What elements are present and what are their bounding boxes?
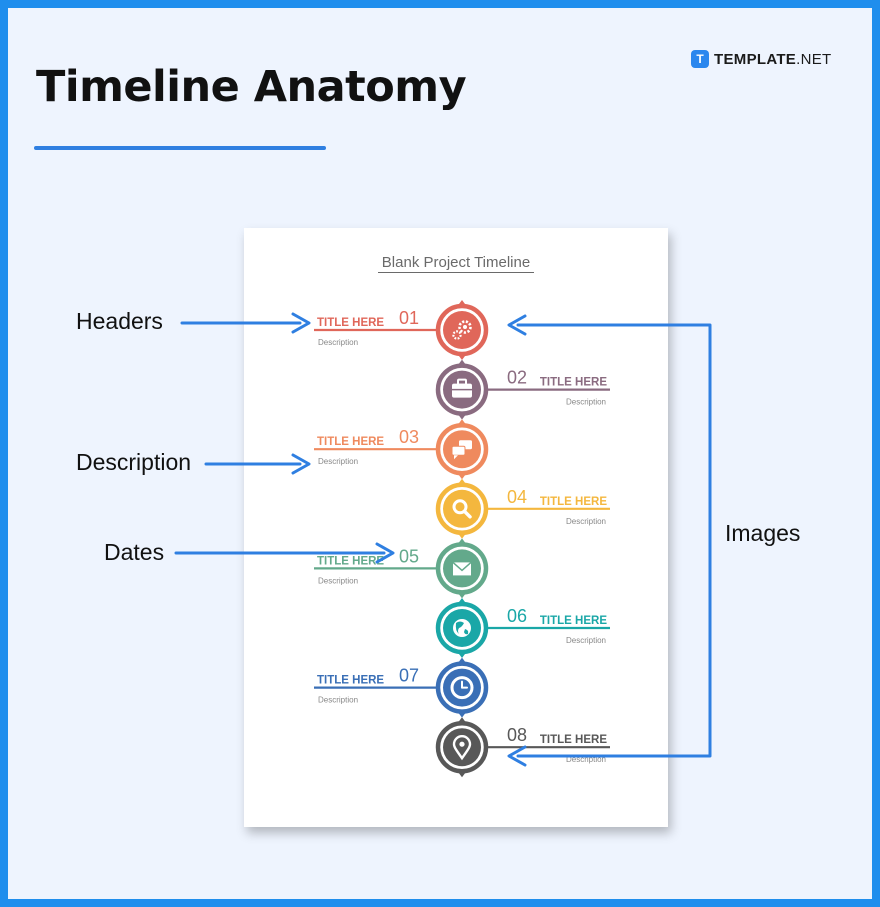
timeline-marker [435,478,489,539]
timeline-item-02: 02 TITLE HERE Description [435,359,610,420]
headers-arrow [180,312,311,334]
timeline-date: 05 [399,546,419,566]
timeline-description: Description [318,696,358,705]
brand-name: TEMPLATE [714,50,797,68]
headers-label: Headers [76,308,163,334]
timeline-header: TITLE HERE [317,436,384,448]
timeline-header: TITLE HERE [540,377,607,389]
title-underline [34,146,326,150]
brand-suffix: .NET [796,50,832,68]
timeline-description: Description [566,517,606,526]
mail-icon [452,561,472,576]
timeline-item-04: 04 TITLE HERE Description [435,478,610,539]
timeline-date: 06 [507,606,527,626]
dates-arrow [174,542,395,564]
timeline-description: Description [566,398,606,407]
timeline-header: TITLE HERE [540,734,607,746]
timeline-marker [435,300,489,360]
globe-icon [453,619,471,637]
timeline-item-08: 08 TITLE HERE Description [435,717,610,778]
timeline-date: 04 [507,487,527,507]
timeline-item-07: 07 TITLE HERE Description [314,657,489,718]
timeline-marker [435,717,489,778]
page-title: Timeline Anatomy [36,62,467,112]
timeline-header: TITLE HERE [317,675,384,687]
timeline-description: Description [566,636,606,645]
timeline-date: 01 [399,308,419,328]
timeline-description: Description [318,576,358,585]
images-bracket-arrow [507,314,712,767]
timeline-item-05: 05 TITLE HERE Description [314,538,489,599]
timeline-description: Description [318,338,358,347]
timeline-date: 02 [507,368,527,388]
timeline-header: TITLE HERE [540,496,607,508]
map-pin-icon [452,735,472,761]
dates-label: Dates [104,539,165,565]
timeline-header: TITLE HERE [317,555,384,567]
chat-icon [451,440,472,460]
images-label: Images [725,520,801,546]
description-label: Description [76,449,192,475]
timeline-date: 07 [399,666,419,686]
search-icon [452,499,472,519]
timeline-description: Description [318,457,358,466]
timeline-item-01: 01 TITLE HERE Description [314,300,489,360]
document-title: Blank Project Timeline [377,254,535,273]
timeline-item-06: 06 TITLE HERE Description [435,598,610,658]
gear-icon [452,320,472,340]
clock-icon [450,676,474,700]
timeline-date: 03 [399,427,419,447]
timeline-header: TITLE HERE [317,317,384,329]
timeline-description: Description [566,755,606,764]
timeline-header: TITLE HERE [540,615,607,627]
brand-logo: T TEMPLATE.NET [691,50,832,68]
timeline-item-03: 03 TITLE HERE Description [314,419,489,480]
description-arrow [204,453,311,475]
brand-mark-icon: T [691,50,709,68]
briefcase-icon [452,378,472,398]
timeline-date: 08 [507,725,527,745]
